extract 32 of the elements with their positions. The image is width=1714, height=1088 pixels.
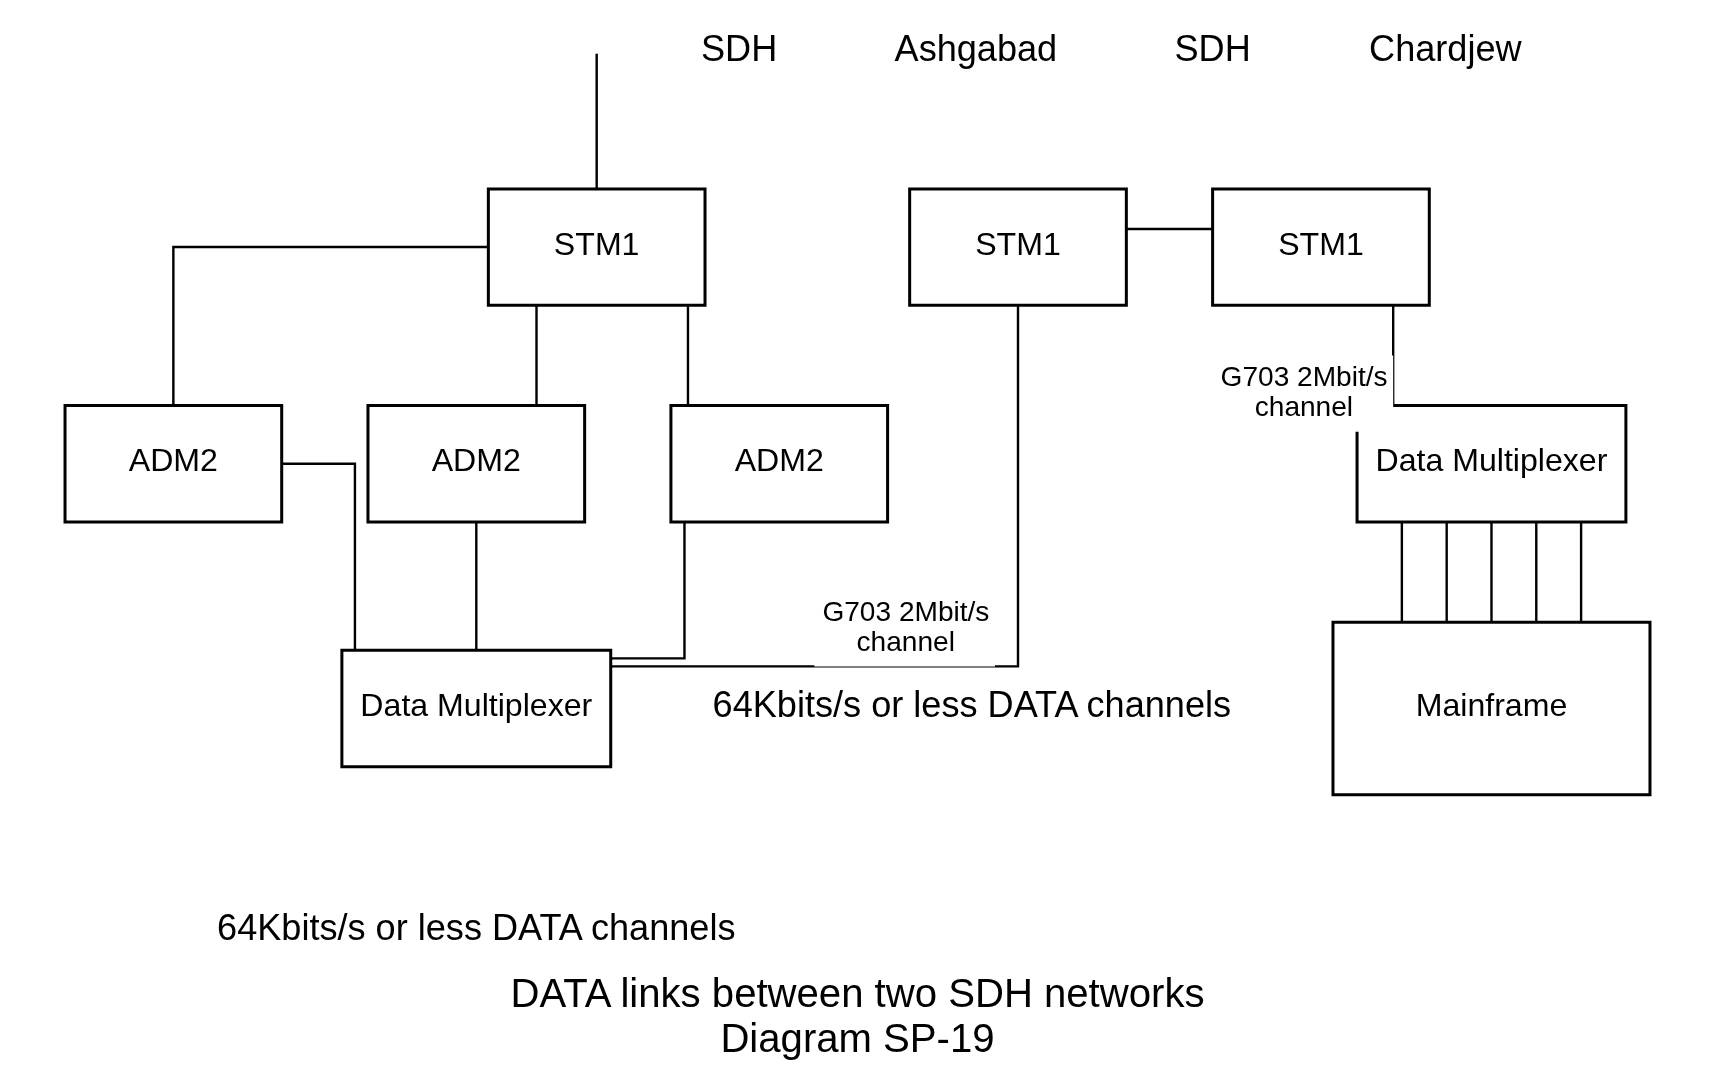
connector: [686, 305, 689, 406]
connector: [474, 522, 477, 650]
connector: [1391, 305, 1394, 406]
diagram-title: DATA links between two SDH networks: [510, 971, 1204, 1017]
node-box: ADM2: [63, 404, 283, 524]
label: Ashgabad: [894, 28, 1057, 70]
node-box: STM1: [907, 187, 1128, 307]
connector: [610, 522, 686, 660]
connector: [534, 305, 538, 406]
label: SDH: [1173, 28, 1251, 70]
label: SDH: [700, 28, 777, 70]
connector: [281, 462, 356, 650]
connector: [1126, 227, 1212, 231]
label: 64Kbits/s or less DATA channels: [216, 907, 736, 949]
node-box: STM1: [486, 187, 707, 307]
node-box: STM1: [1210, 187, 1431, 307]
label: 64Kbits/s or less DATA channels: [712, 684, 1231, 726]
connector: [171, 245, 488, 406]
connector: [1444, 522, 1448, 622]
edge-label: G703 2Mbit/s channel: [821, 595, 989, 657]
caption: Diagram SP-19: [719, 1015, 995, 1061]
node-box: Mainframe: [1330, 620, 1651, 797]
connector: [595, 53, 598, 189]
node-box: ADM2: [365, 404, 586, 524]
connector: [1489, 522, 1493, 622]
connector: [1534, 522, 1537, 622]
connector: [1400, 522, 1403, 622]
node-box: Data Multiplexer: [339, 648, 612, 769]
node-box: ADM2: [668, 404, 889, 524]
connector: [1579, 522, 1582, 622]
node-box: Data Multiplexer: [1355, 404, 1627, 524]
label: Chardjew: [1368, 28, 1522, 70]
